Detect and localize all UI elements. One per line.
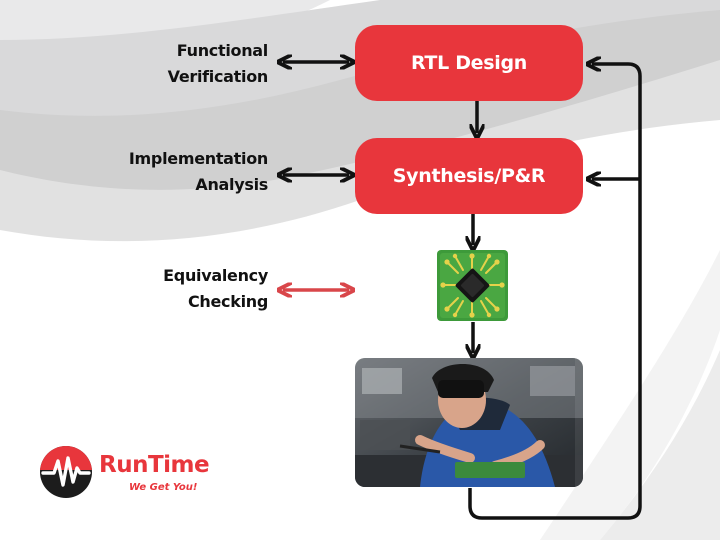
synthesis-box: Synthesis/P&R	[355, 138, 583, 214]
label-implementation-analysis: Implementation Analysis	[129, 146, 268, 198]
logo-name: RunTime	[99, 452, 210, 478]
logo-emblem	[40, 446, 92, 498]
logo-tagline: We Get You!	[129, 482, 198, 493]
engineer-photo	[355, 358, 583, 487]
label-line: Equivalency	[163, 266, 268, 285]
label-line: Implementation	[128, 149, 268, 168]
pulse-icon	[40, 446, 92, 487]
label-equivalency-checking: Equivalency Checking	[163, 263, 268, 315]
rtl-design-label: RTL Design	[410, 52, 528, 74]
label-line: Functional	[176, 41, 269, 60]
rtl-design-box: RTL Design	[355, 25, 583, 101]
synthesis-label: Synthesis/P&R	[392, 165, 546, 187]
label-line: Checking	[187, 292, 268, 311]
feedback-loop-line	[468, 64, 642, 520]
label-line: Analysis	[195, 175, 268, 194]
runtime-logo: RunTime We Get You!	[40, 446, 220, 502]
label-functional-verification: Functional Verification	[167, 38, 269, 90]
chip-icon	[437, 250, 508, 321]
label-line: Verification	[167, 67, 269, 86]
